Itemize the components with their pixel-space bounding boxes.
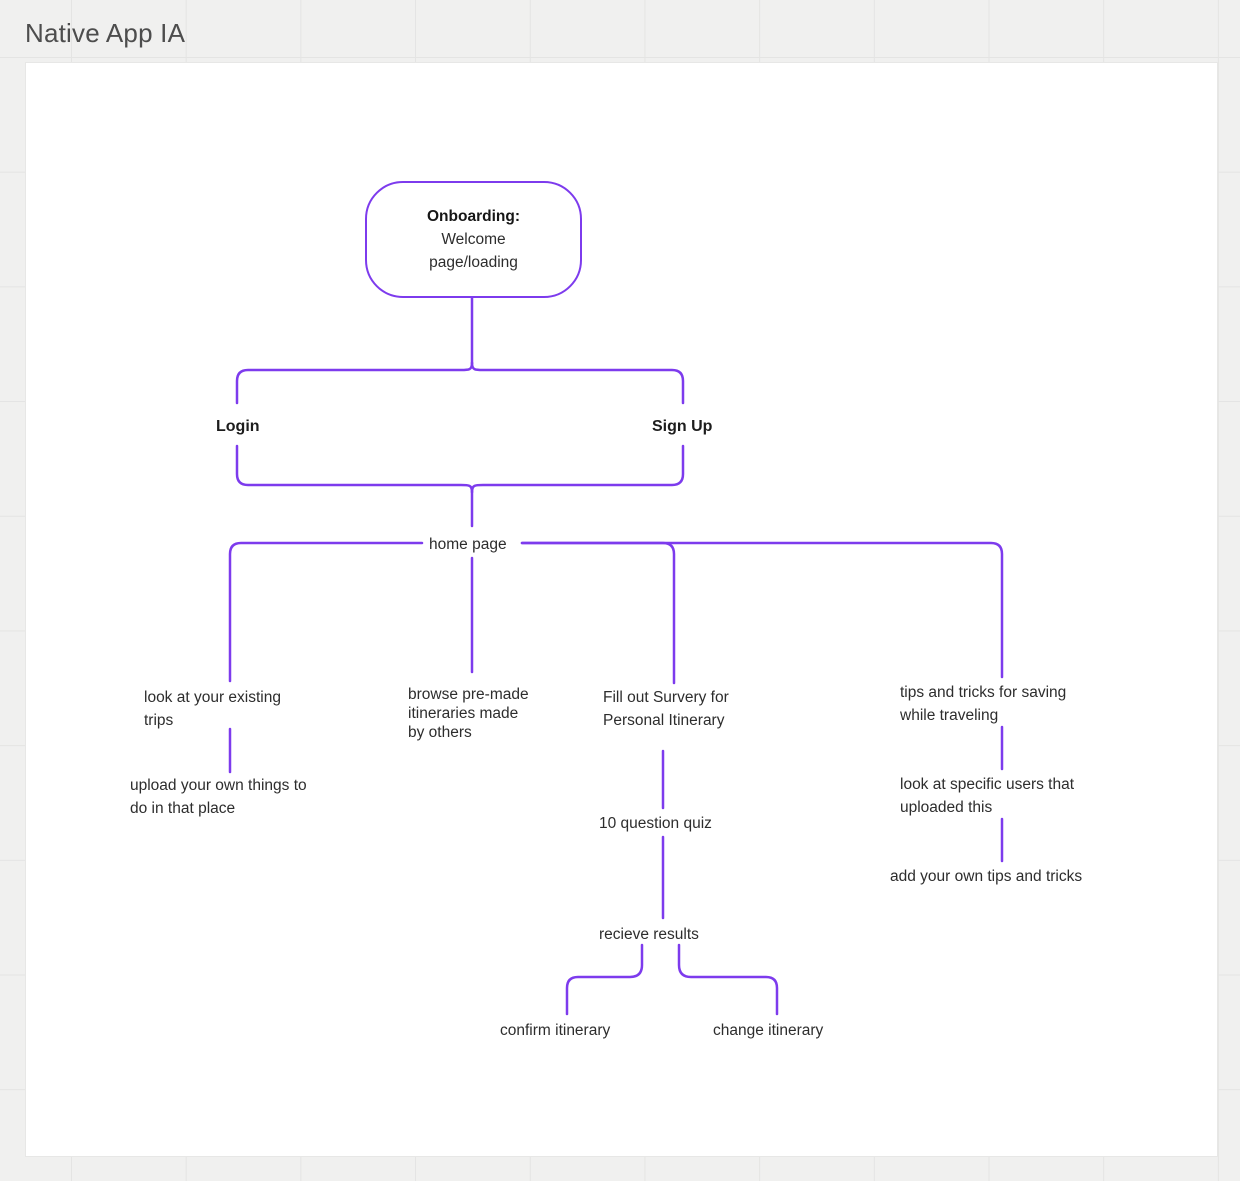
connector-homepage-existing-trips[interactable] (228, 541, 424, 683)
connector-login-merge[interactable] (235, 444, 474, 494)
label-question-quiz[interactable]: 10 question quiz (599, 815, 712, 832)
label-home-page[interactable]: home page (429, 536, 507, 553)
label-look-specific-users[interactable]: look at specific users that uploaded thi… (900, 776, 1075, 816)
connector-results-confirm[interactable] (565, 943, 644, 1016)
label-fill-survey[interactable]: Fill out Survery for Personal Itinerary (603, 689, 729, 729)
label-add-own-tips[interactable]: add your own tips and tricks (890, 868, 1083, 885)
node-onboarding-title: Onboarding: (427, 208, 520, 225)
label-upload-own-things[interactable]: upload your own things to do in that pla… (130, 777, 307, 817)
label-sign-up[interactable]: Sign Up (652, 418, 713, 435)
label-tips-and-tricks[interactable]: tips and tricks for saving while traveli… (900, 684, 1067, 724)
label-confirm-itinerary[interactable]: confirm itinerary (500, 1022, 611, 1039)
connector-split-signup[interactable] (470, 361, 685, 405)
label-receive-results[interactable]: recieve results (599, 926, 699, 943)
connector-homepage-survey[interactable] (520, 541, 676, 685)
label-change-itinerary[interactable]: change itinerary (713, 1022, 824, 1039)
label-look-existing-trips[interactable]: look at your existing trips (144, 689, 281, 729)
connector-split-login[interactable] (235, 361, 474, 405)
connector-homepage-tips[interactable] (520, 541, 1004, 679)
label-login[interactable]: Login (216, 418, 260, 435)
node-onboarding-subtitle: Welcome page/loading (429, 231, 518, 271)
node-onboarding[interactable]: Onboarding: Welcome page/loading (365, 181, 582, 298)
page-title: Native App IA (25, 18, 186, 48)
connector-signup-merge[interactable] (470, 444, 685, 494)
whiteboard-canvas[interactable] (25, 62, 1218, 1157)
label-browse-itineraries[interactable]: browse pre-made itineraries made by othe… (408, 686, 529, 741)
connector-results-change[interactable] (677, 943, 779, 1016)
